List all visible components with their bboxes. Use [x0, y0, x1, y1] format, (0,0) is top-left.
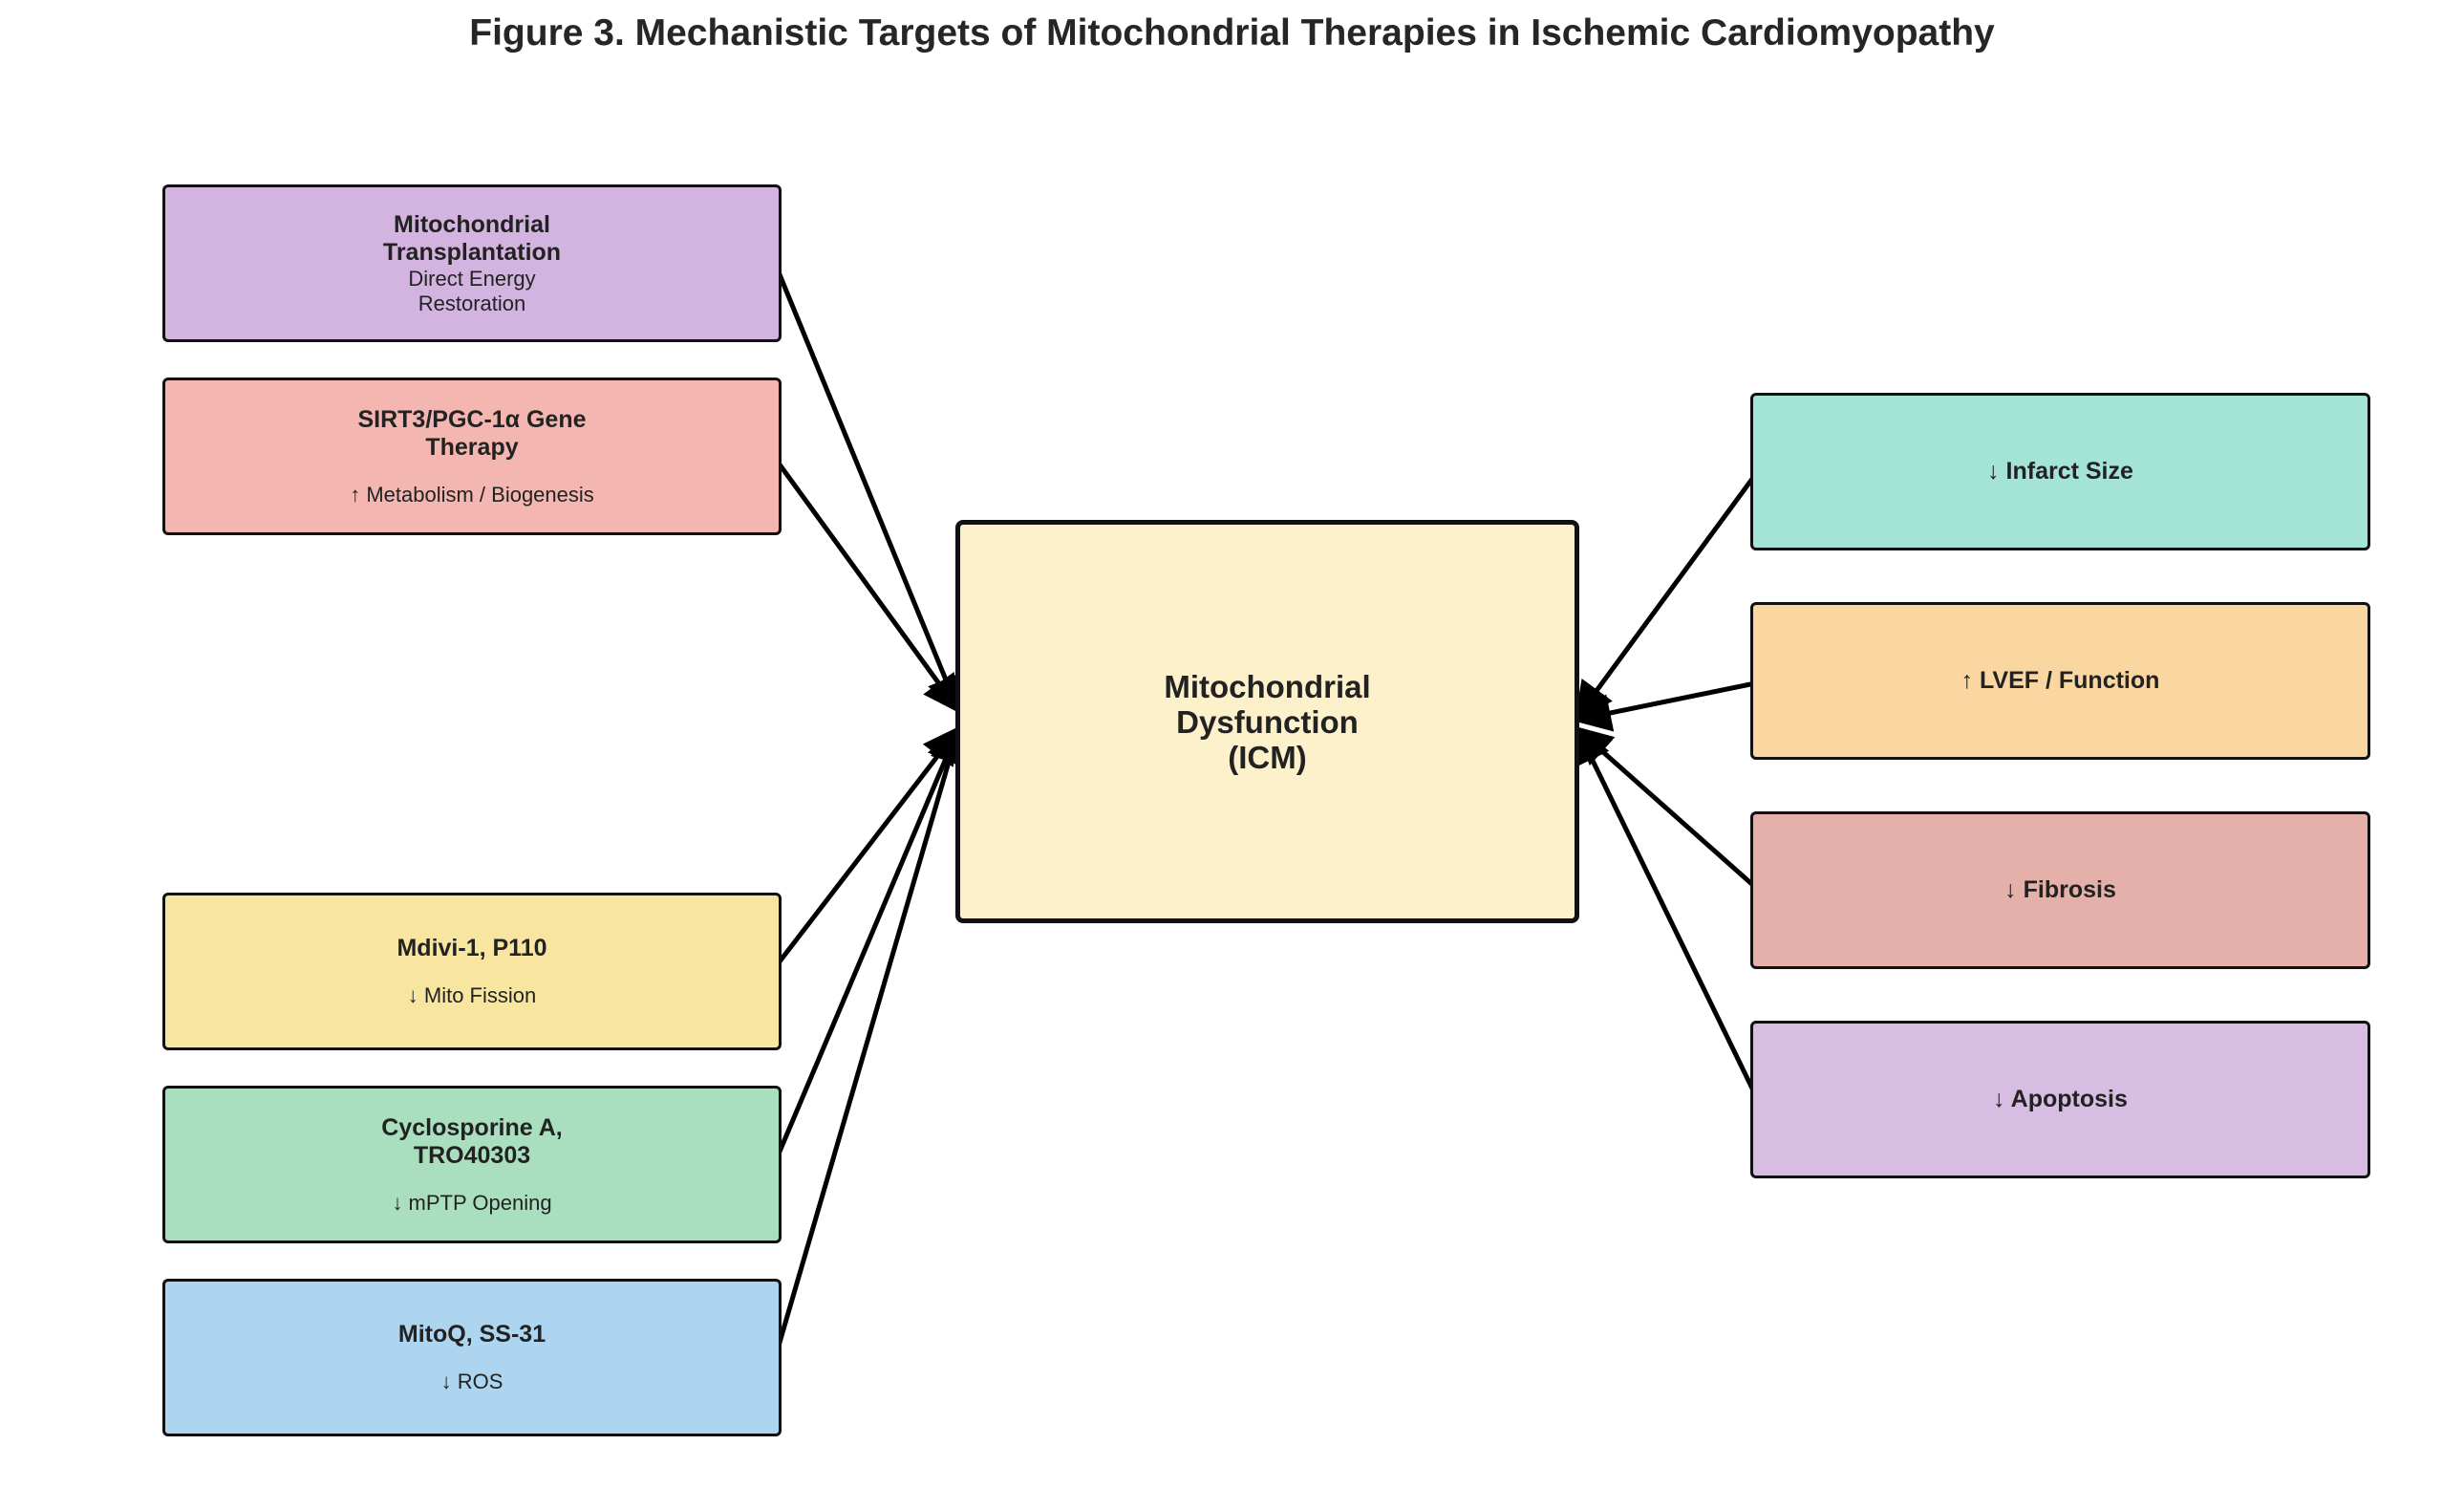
therapy-name: SIRT3/PGC-1α Gene Therapy — [357, 405, 587, 461]
arrow-therapy-3-to-center — [774, 724, 963, 1159]
arrow-outcome-0-to-center — [1575, 473, 1758, 722]
therapy-name: Cyclosporine A, TRO40303 — [381, 1113, 563, 1169]
therapy-effect: ↓ ROS — [440, 1370, 504, 1393]
therapy-effect: ↑ Metabolism / Biogenesis — [350, 482, 594, 507]
therapy-node-sirt3-pgc1a: SIRT3/PGC-1α Gene Therapy ↑ Metabolism /… — [162, 378, 782, 535]
outcome-node-infarct-size: ↓ Infarct Size — [1750, 393, 2370, 550]
outcome-node-apoptosis: ↓ Apoptosis — [1750, 1021, 2370, 1178]
therapy-name: Mitochondrial Transplantation — [382, 210, 562, 266]
arrow-outcome-3-to-center — [1575, 724, 1758, 1096]
outcome-node-lvef-function: ↑ LVEF / Function — [1750, 602, 2370, 760]
arrow-outcome-2-to-center — [1574, 725, 1757, 889]
therapy-effect: Direct Energy Restoration — [408, 266, 536, 315]
arrow-therapy-0-to-center — [774, 267, 964, 715]
therapy-node-cyclosporine-tro40303: Cyclosporine A, TRO40303 ↓ mPTP Opening — [162, 1086, 782, 1243]
arrow-therapy-4-to-center — [774, 724, 968, 1353]
therapy-node-mitochondrial-transplantation: Mitochondrial Transplantation Direct Ene… — [162, 184, 782, 342]
arrow-therapy-2-to-center — [775, 725, 962, 967]
outcome-label: ↓ Apoptosis — [1993, 1086, 2128, 1112]
arrow-outcome-1-to-center — [1573, 680, 1756, 732]
figure-title: Figure 3. Mechanistic Targets of Mitocho… — [469, 12, 1995, 54]
therapy-name: MitoQ, SS-31 — [397, 1321, 546, 1348]
therapy-effect: ↓ Mito Fission — [407, 983, 537, 1007]
therapy-effect: ↓ mPTP Opening — [392, 1190, 552, 1215]
therapy-name: Mdivi-1, P110 — [396, 935, 547, 961]
outcome-label: ↑ LVEF / Function — [1960, 667, 2160, 694]
center-node: Mitochondrial Dysfunction (ICM) — [955, 520, 1579, 923]
outcome-label: ↓ Fibrosis — [2004, 876, 2116, 903]
outcome-label: ↓ Infarct Size — [1987, 458, 2133, 485]
arrow-therapy-1-to-center — [774, 459, 961, 715]
center-node-label: Mitochondrial Dysfunction (ICM) — [1164, 668, 1371, 775]
therapy-node-mdivi-p110: Mdivi-1, P110 ↓ Mito Fission — [162, 893, 782, 1050]
therapy-node-mitoq-ss31: MitoQ, SS-31 ↓ ROS — [162, 1279, 782, 1436]
outcome-node-fibrosis: ↓ Fibrosis — [1750, 811, 2370, 969]
